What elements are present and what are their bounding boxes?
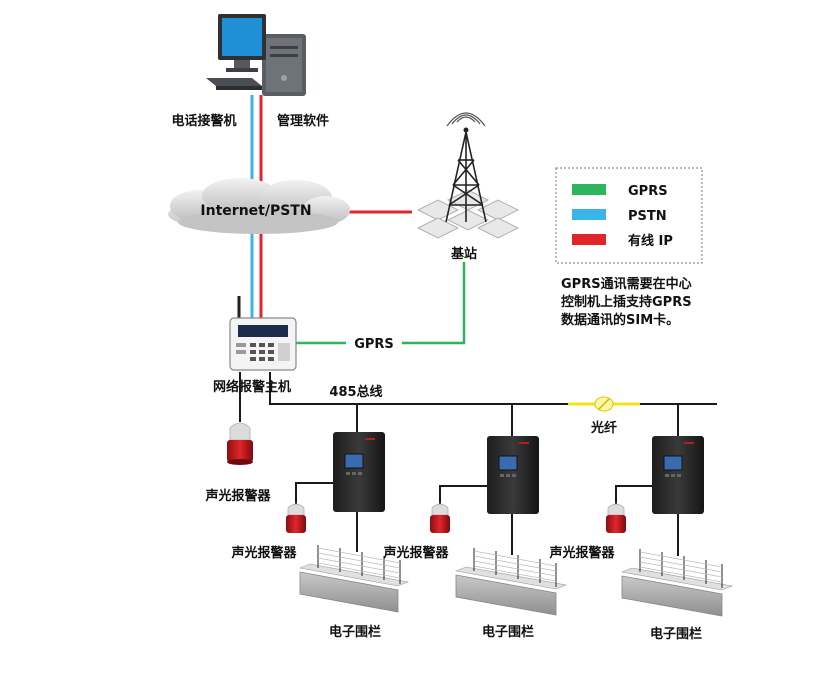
fence-1-label: 电子围栏 (329, 624, 381, 640)
electric-fence-icon (620, 549, 734, 617)
note-line-2: 控制机上插支持GPRS (561, 294, 692, 310)
electric-fence-icon (298, 545, 410, 613)
legend: GPRS PSTN 有线 IP (555, 167, 703, 264)
bus-label: 485总线 (329, 384, 382, 400)
fence-controller-icon (652, 436, 704, 514)
base-station-label: 基站 (450, 246, 477, 262)
network-host-label: 网络报警主机 (213, 379, 291, 395)
gprs-line (296, 262, 466, 345)
computer-icon (206, 14, 306, 96)
siren-3-label: 声光报警器 (548, 545, 615, 561)
siren-icon (606, 503, 626, 533)
siren-2-label: 声光报警器 (382, 545, 449, 561)
legend-swatch (572, 234, 606, 245)
legend-swatch (572, 209, 606, 220)
legend-label: 有线 IP (628, 233, 673, 249)
cloud-label: Internet/PSTN (200, 203, 311, 219)
note-line-1: GPRS通讯需要在中心 (561, 276, 692, 292)
legend-swatch (572, 184, 606, 195)
siren-icon (227, 422, 253, 465)
fence-controller-icon (487, 436, 539, 514)
siren-host-label: 声光报警器 (204, 488, 271, 504)
siren-icon (430, 503, 450, 533)
phone-receiver-label: 电话接警机 (171, 113, 236, 129)
fiber-icon (594, 396, 614, 412)
management-software-label: 管理软件 (277, 113, 329, 129)
gprs-link-label: GPRS (354, 337, 394, 352)
fence-controller-icon (333, 432, 385, 512)
alarm-host-icon (229, 296, 297, 371)
siren-icon (286, 503, 306, 533)
electric-fence-icon (454, 548, 568, 616)
fence-2-label: 电子围栏 (482, 624, 534, 640)
fence-3-label: 电子围栏 (650, 626, 702, 642)
legend-label: GPRS (628, 184, 668, 199)
ctrl-siren-line-3 (615, 485, 652, 509)
gprs-label-bg (346, 334, 402, 352)
siren-1-label: 声光报警器 (230, 545, 297, 561)
legend-label: PSTN (628, 209, 667, 224)
ctrl-siren-line-1 (295, 482, 333, 509)
cloud-icon (168, 178, 350, 234)
bus-line-left (269, 372, 568, 405)
cell-tower-icon (416, 112, 520, 239)
fiber-label: 光纤 (590, 420, 617, 436)
ctrl-siren-line-2 (439, 485, 487, 509)
note-line-3: 数据通讯的SIM卡。 (561, 312, 679, 328)
